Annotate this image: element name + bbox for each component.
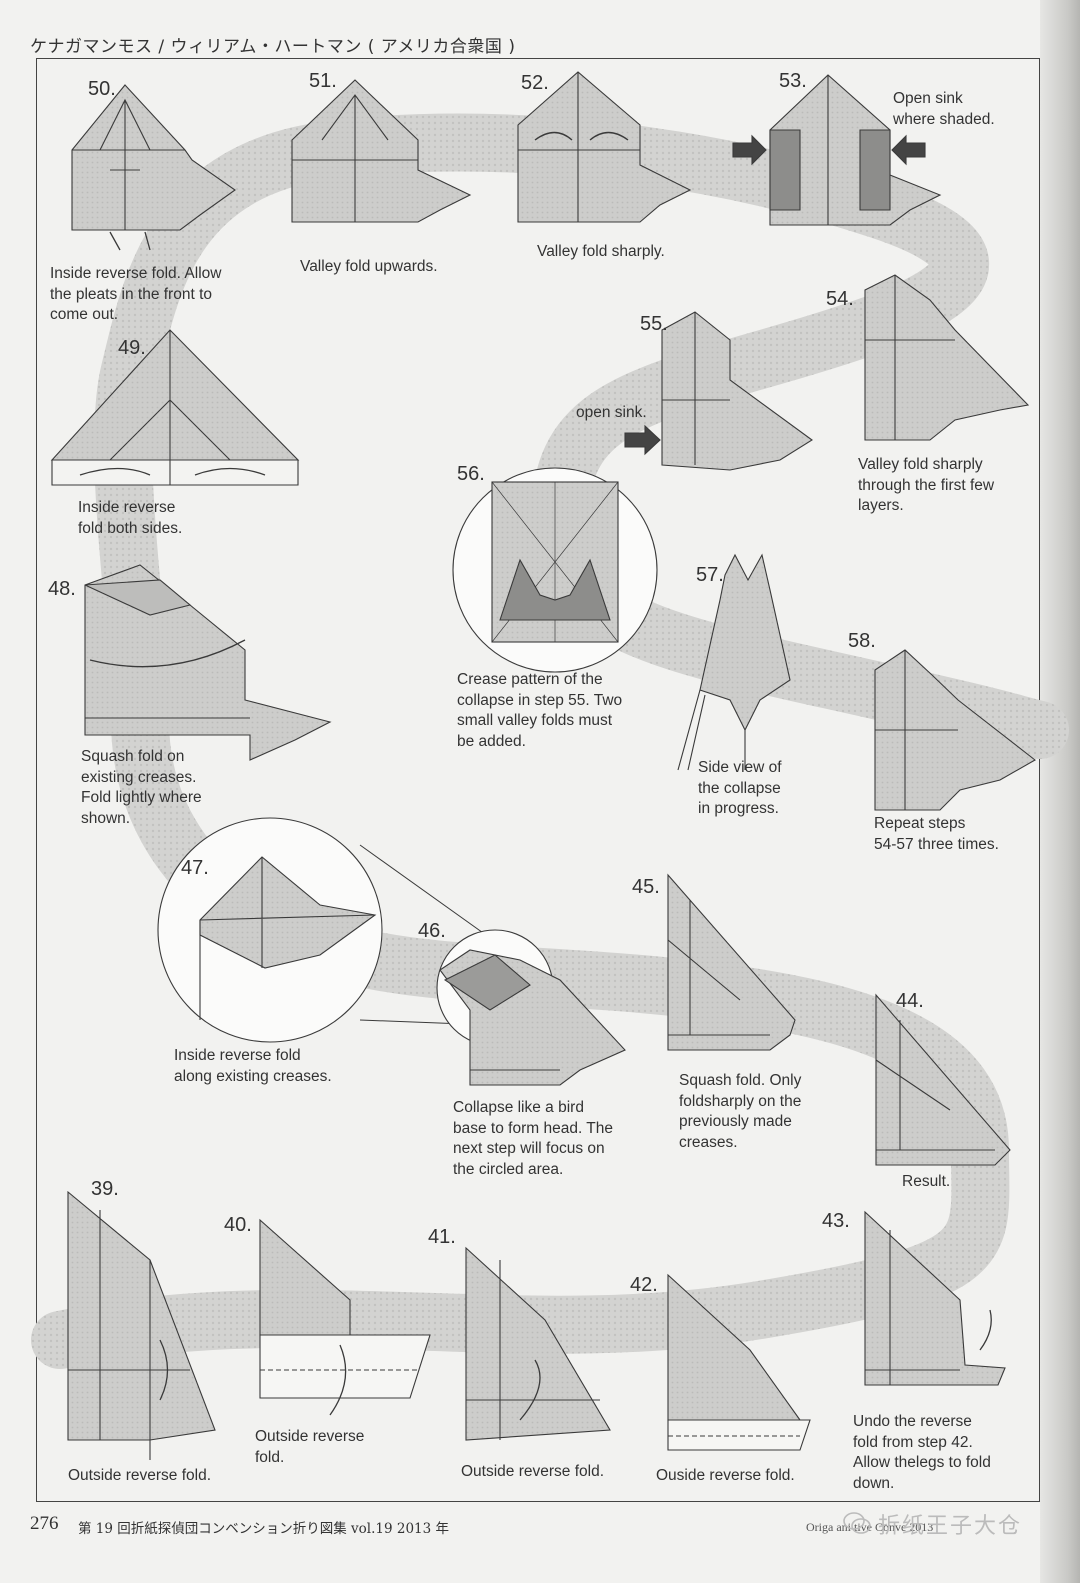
- step-46-number: 46.: [418, 920, 446, 942]
- step-56-caption: Crease pattern of the collapse in step 5…: [457, 671, 623, 750]
- step-44-caption: Result.: [902, 1173, 951, 1190]
- step-53-figure: [732, 74, 942, 226]
- watermark-text: 折纸王子大仓: [878, 1514, 1023, 1539]
- step-57-number: 57.: [696, 564, 724, 586]
- step-41-caption: Outside reverse fold.: [461, 1463, 605, 1480]
- step-48-number: 48.: [48, 578, 76, 600]
- step-45-number: 45.: [632, 876, 660, 898]
- step-39-number: 39.: [91, 1178, 119, 1200]
- step-41-figure: [465, 1246, 611, 1441]
- wechat-icon: [843, 1512, 871, 1534]
- step-54-caption: Valley fold sharply through the first fe…: [858, 456, 995, 514]
- step-43-number: 43.: [822, 1210, 850, 1232]
- step-51-figure: [291, 79, 472, 223]
- step-50-number: 50.: [88, 78, 116, 100]
- step-52-figure: [517, 71, 692, 223]
- step-45-figure: [667, 873, 796, 1051]
- step-55-figure: [624, 311, 813, 471]
- step-51-number: 51.: [309, 70, 337, 92]
- step-48-caption: Squash fold on existing creases. Fold li…: [81, 748, 202, 827]
- step-56-figure: [452, 467, 658, 673]
- step-55-number: 55.: [640, 313, 668, 335]
- step-41-number: 41.: [428, 1226, 456, 1248]
- step-44-figure: [875, 993, 1011, 1166]
- step-49-number: 49.: [118, 337, 146, 359]
- step-58-figure: [874, 649, 1036, 811]
- step-42-figure: [667, 1273, 811, 1451]
- step-39-figure: [67, 1190, 216, 1460]
- step-52-caption: Valley fold sharply.: [537, 243, 665, 260]
- step-45-caption: Squash fold. Only foldsharply on the pre…: [679, 1072, 802, 1151]
- step-53-number: 53.: [779, 70, 807, 92]
- step-43-caption: Undo the reverse fold from step 42. Allo…: [853, 1413, 991, 1492]
- step-57-caption: Side view of the collapse in progress.: [698, 759, 782, 817]
- step-50-caption: Inside reverse fold. Allow the pleats in…: [50, 265, 222, 323]
- step-54-figure: [864, 274, 1030, 441]
- step-55-caption: open sink.: [576, 404, 647, 421]
- step-42-caption: Ouside reverse fold.: [656, 1467, 795, 1484]
- step-40-figure: [259, 1218, 431, 1416]
- step-48-figure: [84, 564, 332, 761]
- step-56-number: 56.: [457, 463, 485, 485]
- step-46-figure: [436, 929, 626, 1086]
- step-47-caption: Inside reverse fold along existing creas…: [174, 1047, 332, 1085]
- step-58-caption: Repeat steps 54-57 three times.: [874, 815, 999, 853]
- step-42-number: 42.: [630, 1274, 658, 1296]
- page-number: 276: [30, 1513, 59, 1534]
- step-39-caption: Outside reverse fold.: [68, 1467, 212, 1484]
- step-46-caption: Collapse like a bird base to form head. …: [453, 1099, 613, 1178]
- step-40-caption: Outside reverse fold.: [255, 1428, 365, 1466]
- step-49-caption: Inside reverse fold both sides.: [78, 499, 183, 537]
- step-40-number: 40.: [224, 1214, 252, 1236]
- book-title: 第 19 回折紙探偵団コンベンション折り図集 vol.19 2013 年: [78, 1521, 450, 1537]
- page-frame: [36, 58, 1040, 1502]
- step-58-number: 58.: [848, 630, 876, 652]
- step-50-figure: [71, 84, 236, 251]
- step-51-caption: Valley fold upwards.: [300, 258, 438, 275]
- step-47-number: 47.: [181, 857, 209, 879]
- step-47-figure: [157, 817, 501, 1043]
- page-header-title: ケナガマンモス / ウィリアム・ハートマン ( アメリカ合衆国 ): [30, 37, 516, 57]
- step-44-number: 44.: [896, 990, 924, 1012]
- step-49-figure: [50, 329, 300, 486]
- step-52-number: 52.: [521, 72, 549, 94]
- step-43-figure: [864, 1210, 1006, 1386]
- step-54-number: 54.: [826, 288, 854, 310]
- step-53-caption: Open sink where shaded.: [893, 90, 995, 128]
- step-57-figure: [677, 553, 791, 771]
- page-edge-shadow: [1040, 0, 1080, 1583]
